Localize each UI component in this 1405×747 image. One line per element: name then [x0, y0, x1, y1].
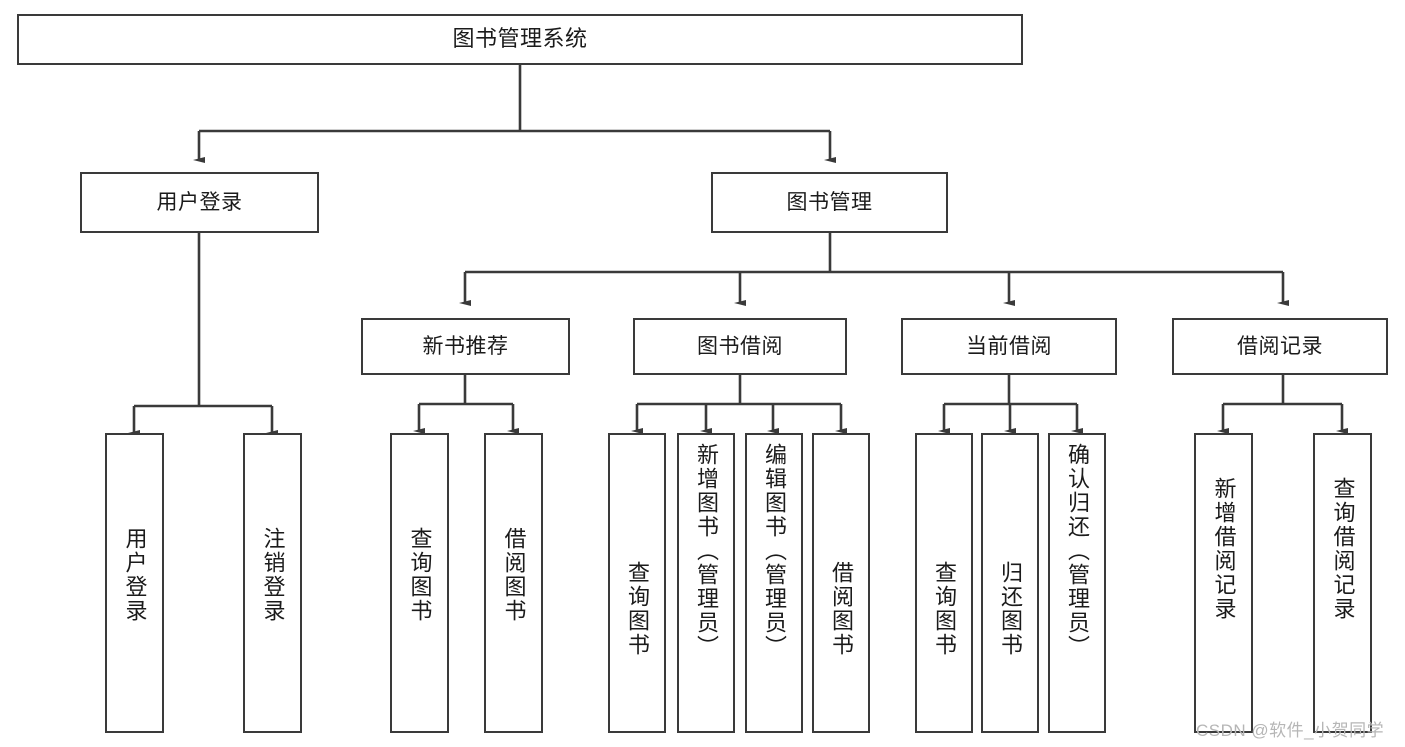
leaf-edit-book-admin[interactable]: 编辑图书（管理员）	[745, 433, 803, 733]
leaf-return-book[interactable]: 归还图书	[981, 433, 1039, 733]
node-label: 用户登录	[156, 190, 243, 214]
leaf-query-borrow-record[interactable]: 查询借阅记录	[1313, 433, 1372, 733]
node-label: 新书推荐	[422, 334, 509, 358]
csdn-watermark: CSDN @软件_小贺同学	[1196, 721, 1385, 740]
node-label: 借阅记录	[1237, 334, 1323, 358]
leaf-borrow-book-borrow[interactable]: 借阅图书	[812, 433, 870, 733]
node-user-login[interactable]: 用户登录	[80, 172, 319, 233]
leaf-add-book-admin[interactable]: 新增图书（管理员）	[677, 433, 735, 733]
node-label: 查询图书	[625, 561, 650, 657]
node-root-system[interactable]: 图书管理系统	[17, 14, 1023, 65]
leaf-add-borrow-record[interactable]: 新增借阅记录	[1194, 433, 1253, 733]
node-book-borrow[interactable]: 图书借阅	[633, 318, 847, 375]
leaf-confirm-return-admin[interactable]: 确认归还（管理员）	[1048, 433, 1106, 733]
node-label: 图书管理	[786, 190, 873, 214]
node-label: 查询图书	[932, 561, 957, 657]
node-label: 新增图书（管理员）	[694, 443, 719, 659]
node-label: 确认归还（管理员）	[1065, 443, 1090, 659]
node-label: 借阅图书	[829, 561, 854, 657]
node-current-borrow[interactable]: 当前借阅	[901, 318, 1117, 375]
node-label: 查询借阅记录	[1330, 477, 1356, 621]
node-book-management[interactable]: 图书管理	[711, 172, 948, 233]
node-label: 借阅图书	[501, 527, 527, 623]
node-borrow-record[interactable]: 借阅记录	[1172, 318, 1388, 375]
node-new-book-recommend[interactable]: 新书推荐	[361, 318, 570, 375]
node-label: 查询图书	[407, 527, 433, 623]
node-label: 用户登录	[122, 527, 148, 623]
node-label: 当前借阅	[966, 334, 1052, 358]
node-label: 新增借阅记录	[1211, 477, 1237, 621]
node-label: 编辑图书（管理员）	[762, 443, 787, 659]
leaf-logout-login[interactable]: 注销登录	[243, 433, 302, 733]
node-label: 归还图书	[998, 561, 1023, 657]
node-label: 图书管理系统	[452, 26, 588, 52]
leaf-user-login[interactable]: 用户登录	[105, 433, 164, 733]
leaf-query-book-borrow[interactable]: 查询图书	[608, 433, 666, 733]
leaf-borrow-book-newbook[interactable]: 借阅图书	[484, 433, 543, 733]
leaf-query-book-newbook[interactable]: 查询图书	[390, 433, 449, 733]
node-label: 注销登录	[260, 527, 286, 623]
leaf-query-book-current[interactable]: 查询图书	[915, 433, 973, 733]
node-label: 图书借阅	[697, 334, 783, 358]
